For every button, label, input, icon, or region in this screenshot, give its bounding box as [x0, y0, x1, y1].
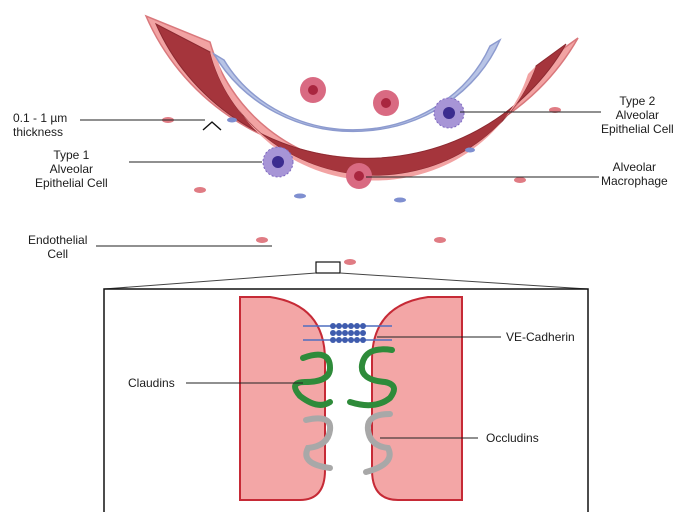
capillary-wall — [156, 24, 566, 176]
zoom-source-box — [316, 262, 340, 273]
thickness-bracket — [203, 122, 221, 130]
label-occludins: Occludins — [486, 431, 539, 445]
label-thickness: 0.1 - 1 µm thickness — [13, 111, 67, 139]
label-claudins: Claudins — [128, 376, 175, 390]
junction-cell-left — [240, 297, 325, 500]
label-endothelial-cell: Endothelial Cell — [28, 233, 87, 261]
label-alveolar-macrophage: Alveolar Macrophage — [601, 160, 668, 188]
label-ve-cadherin: VE-Cadherin — [506, 330, 575, 344]
label-type2-epithelial: Type 2 Alveolar Epithelial Cell — [601, 94, 674, 136]
label-type1-epithelial: Type 1 Alveolar Epithelial Cell — [35, 148, 108, 190]
zoom-panel — [104, 289, 588, 512]
